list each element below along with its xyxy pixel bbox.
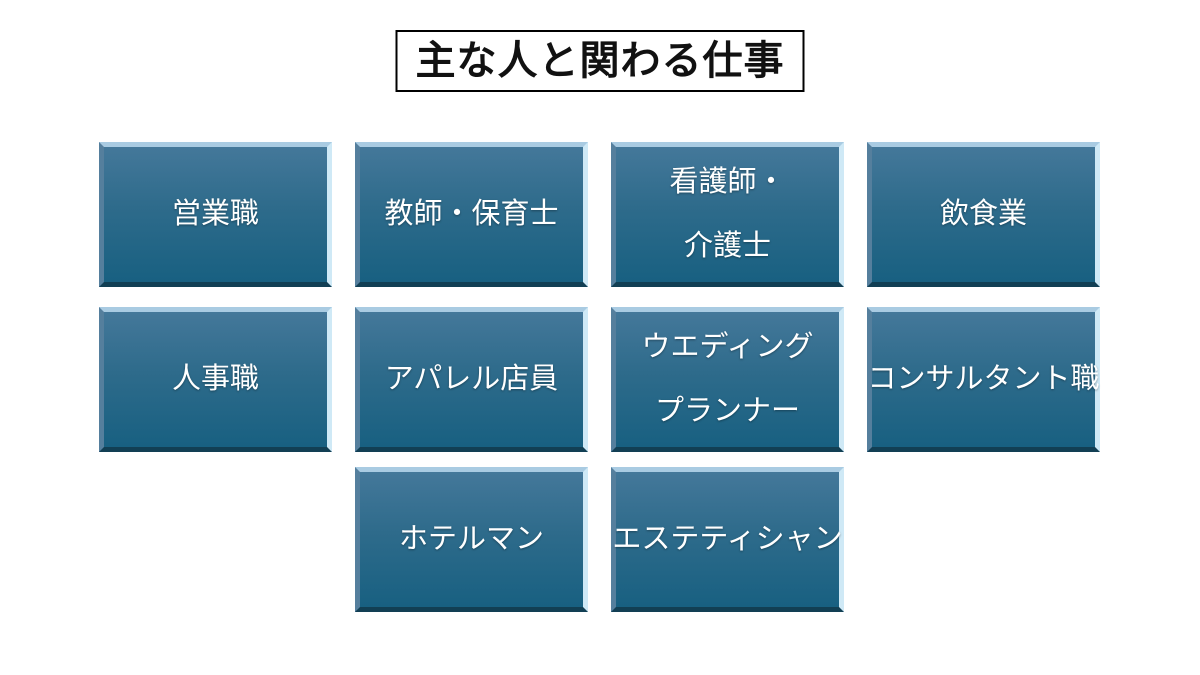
job-box-consultant: コンサルタント職 <box>867 307 1100 452</box>
job-label-line-1: ウエディング <box>641 330 814 363</box>
job-label: コンサルタント職 <box>867 362 1100 395</box>
job-label-line-2: 介護士 <box>683 229 771 262</box>
job-box-food-service: 飲食業 <box>867 142 1100 287</box>
job-label: 人事職 <box>171 362 259 395</box>
job-box-hotel-staff: ホテルマン <box>355 467 588 612</box>
job-label: アパレル店員 <box>384 362 559 395</box>
job-label: 飲食業 <box>939 197 1027 230</box>
job-box-sales: 営業職 <box>99 142 332 287</box>
job-box-teacher-childcare: 教師・保育士 <box>355 142 588 287</box>
job-label: 教師・保育士 <box>384 197 559 230</box>
job-label-line-2: プランナー <box>654 394 800 427</box>
job-box-hr: 人事職 <box>99 307 332 452</box>
job-box-wedding-planner: ウエディング プランナー <box>611 307 844 452</box>
slide-title: 主な人と関わる仕事 <box>395 30 805 92</box>
job-label: ホテルマン <box>398 522 544 555</box>
job-box-nurse-caregiver: 看護師・ 介護士 <box>611 142 844 287</box>
job-box-esthetician: エステティシャン <box>611 467 844 612</box>
job-label: エステティシャン <box>612 522 843 555</box>
job-box-apparel-clerk: アパレル店員 <box>355 307 588 452</box>
job-label-line-1: 看護師・ <box>669 165 786 198</box>
job-label: 営業職 <box>171 197 259 230</box>
